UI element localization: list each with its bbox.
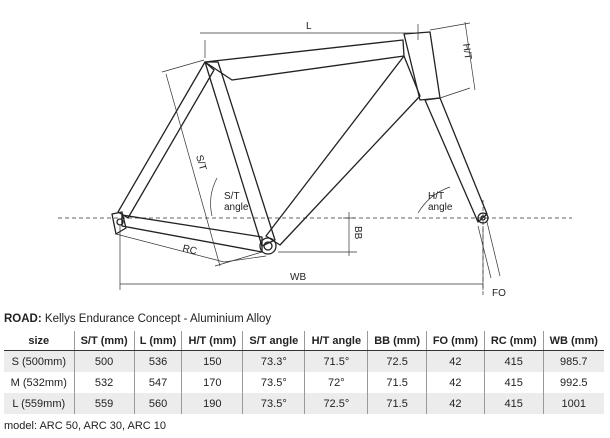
cell-size: L (559mm) [4,393,75,414]
rear-dropout [111,211,127,235]
ht-angle-label-line-1: H/T [428,191,444,202]
wb-label: WB [290,272,306,283]
wb-dimension: WB [119,226,484,290]
cell-fo: 42 [425,350,485,372]
table-header-row: size S/T (mm) L (mm) H/T (mm) S/T angle … [4,331,604,351]
bottom-bracket-inner [263,241,273,251]
ht-length-label: H/T [460,43,473,60]
cell-ht: 150 [181,350,243,372]
column-header-rc: RC (mm) [483,331,544,351]
cell-st: 559 [73,393,135,414]
seat-tube [204,61,276,247]
bb-dimension: BB [278,212,363,256]
head-tube [403,31,441,101]
front-axle-inner [480,215,486,221]
cell-bb: 71.5 [367,393,427,414]
cell-st-angle: 73.3° [242,350,305,372]
fo-dimension: FO [477,221,506,299]
st-angle-label-line-2: angle [224,202,249,213]
rc-dimension: RC [115,233,267,263]
cell-rc: 415 [483,372,544,393]
cell-size: M (532mm) [10,376,67,389]
cell-ht-angle: 72° [304,372,368,393]
cell-wb: 1001 [542,393,604,414]
st-dimension: S/T [161,59,263,267]
st-length-label: S/T [193,154,208,172]
cell-ht: 170 [181,372,243,393]
bike-frame [111,31,489,255]
column-header-st-angle: S/T angle [242,331,305,351]
ht-dimension: H/T [429,21,476,99]
cell-ht-angle: 71.5° [304,350,368,372]
cell-fo: 42 [425,393,485,414]
cell-rc: 415 [483,350,544,372]
cell-bb: 71.5 [367,372,427,393]
column-header-fo: FO (mm) [425,331,485,351]
column-header-size: size [4,331,75,351]
ht-angle-label-line-2: angle [428,202,453,213]
down-tube [265,55,421,246]
cell-st: 532 [73,372,135,393]
column-header-wb: WB (mm) [542,331,604,351]
ht-angle-marker: H/T angle [417,186,453,214]
column-header-l: L (mm) [133,331,182,351]
cell-fo: 42 [425,372,485,393]
rear-axle [116,218,124,226]
cell-st-angle: 73.5° [242,372,305,393]
title-text: Kellys Endurance Concept - Aluminium All… [44,313,272,325]
bottom-bracket [259,237,277,255]
top-tube [204,39,405,81]
title-prefix: ROAD: [4,313,42,325]
cell-size: S (500mm) [4,350,75,372]
front-axle [477,212,489,224]
column-header-ht-angle: H/T angle [304,331,368,351]
cell-l: 560 [133,393,182,414]
cell-l: 547 [133,372,182,393]
table-row: L (559mm) 559 560 190 73.5° 72.5° 71.5 4… [4,393,604,414]
table-row: M (532mm) 532 547 170 73.5° 72° 71.5 42 … [4,372,604,393]
cell-st: 500 [73,350,135,372]
cell-l: 536 [133,350,182,372]
column-header-bb: BB (mm) [367,331,427,351]
model-list: model: ARC 50, ARC 30, ARC 10 [4,420,167,432]
fo-label: FO [492,288,506,299]
table-row: S (500mm) 500 536 150 73.3° 71.5° 72.5 4… [4,350,604,372]
l-dimension: L [200,21,419,58]
cell-rc: 415 [483,393,544,414]
column-header-st: S/T (mm) [73,331,135,351]
st-angle-marker: S/T angle [210,177,249,217]
rc-label: RC [181,243,198,257]
cell-wb: 985.7 [542,350,604,372]
frame-geometry-diagram: L H/T S/T S/T angle H/T angle BB RC [58,21,572,299]
table-title: ROAD: Kellys Endurance Concept - Alumini… [4,313,271,325]
cell-ht-angle: 72.5° [304,393,368,414]
l-label: L [306,21,312,32]
cell-wb: 992.5 [542,372,604,393]
st-angle-label-line-1: S/T [224,191,240,202]
cell-ht: 190 [181,393,243,414]
seat-stay [117,61,215,219]
column-header-ht: H/T (mm) [181,331,243,351]
cell-bb: 72.5 [367,350,427,372]
fork [424,97,488,223]
bb-label: BB [352,226,363,240]
cell-st-angle: 73.5° [242,393,305,414]
geometry-table: size S/T (mm) L (mm) H/T (mm) S/T angle … [4,331,604,414]
